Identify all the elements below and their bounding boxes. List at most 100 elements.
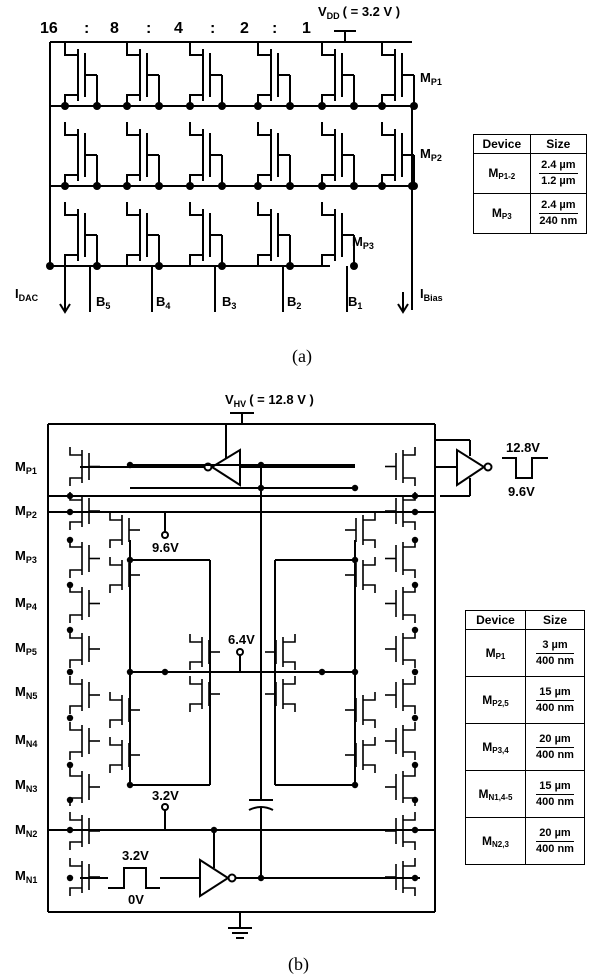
junction-dot <box>66 626 74 634</box>
ibias-label: IBias <box>420 286 443 303</box>
table-header-size: Size <box>529 134 588 154</box>
mos-transistor <box>385 584 416 623</box>
junction-dot <box>408 182 416 190</box>
table-header-size: Size <box>524 610 586 630</box>
mos-transistor <box>345 692 376 728</box>
junction-dot <box>66 508 74 516</box>
junction-dot <box>286 262 294 270</box>
junction-dot <box>61 182 69 190</box>
junction-dot <box>123 182 131 190</box>
device-subscript: P3,4 <box>492 745 509 755</box>
junction-dot <box>126 556 134 564</box>
b2-label: B2 <box>287 294 301 311</box>
junction-dot <box>351 556 359 564</box>
caption-b: (b) <box>288 954 309 975</box>
junction-dot <box>411 796 419 804</box>
mp4-b-label: MP4 <box>15 595 37 612</box>
mn2-b-label: MN2 <box>15 822 37 839</box>
ibias-arrow <box>397 292 409 314</box>
input-pulse <box>108 867 160 889</box>
b3-label: B3 <box>222 294 236 311</box>
junction-dot <box>318 668 326 676</box>
junction-dot <box>66 714 74 722</box>
device-name-cell: MN2,3 <box>465 817 526 865</box>
pmos-transistor <box>64 122 98 186</box>
pmos-transistor <box>257 42 291 106</box>
transistor-array <box>46 42 418 312</box>
table-header-device: Device <box>465 610 526 630</box>
mos-transistor <box>69 722 100 760</box>
junction-dot <box>411 761 419 769</box>
mn3-b-label: MN3 <box>15 777 37 794</box>
junction-dot <box>286 102 294 110</box>
pmos-transistor <box>189 122 223 186</box>
length-value: 400 nm <box>536 654 574 667</box>
pmos-transistor <box>381 122 415 186</box>
mos-transistor <box>69 539 100 578</box>
ratio-8: 8 <box>110 20 119 37</box>
mos-transistor <box>385 768 416 806</box>
mos-transistor <box>345 737 376 773</box>
mos-transistor <box>345 512 376 548</box>
junction-dot <box>218 182 226 190</box>
mos-transistor <box>69 812 100 850</box>
mos-transistor <box>385 447 416 486</box>
pmos-transistor <box>126 42 160 106</box>
junction-dot <box>411 668 419 676</box>
ratio-1: 1 <box>302 20 311 37</box>
junction-dot <box>257 874 265 882</box>
width-value: 2.4 µm <box>539 199 578 214</box>
device-subscript: P3 <box>501 212 512 221</box>
device-subscript: P1-2 <box>498 172 516 181</box>
mp3-label: MP3 <box>352 234 374 251</box>
in-bottom-label: 0V <box>128 892 144 907</box>
mp5-b-label: MP5 <box>15 640 37 657</box>
junction-dot <box>46 262 54 270</box>
in-top-label: 3.2V <box>122 848 149 863</box>
junction-dot <box>411 826 419 834</box>
mp2-label: MP2 <box>420 146 442 163</box>
junction-dot <box>411 536 419 544</box>
mos-transistor <box>69 447 100 486</box>
pmos-transistor <box>321 202 355 266</box>
junction-dot <box>410 102 418 110</box>
junction-dot <box>66 536 74 544</box>
width-value: 15 µm <box>536 780 574 795</box>
pmos-transistor <box>381 42 415 106</box>
junction-dot <box>186 182 194 190</box>
junction-dot <box>318 102 326 110</box>
mos-transistor <box>385 630 416 668</box>
junction-dot <box>66 761 74 769</box>
junction-dot <box>351 668 359 676</box>
mos-transistor <box>385 858 416 896</box>
junction-dot <box>66 581 74 589</box>
mos-transistor <box>69 768 100 806</box>
device-name-cell: MP3,4 <box>465 723 526 771</box>
device-letter: M <box>485 645 496 660</box>
ratio-4: 4 <box>174 20 183 37</box>
junction-dot <box>350 102 358 110</box>
pmos-transistor <box>257 122 291 186</box>
device-name-cell: MP2,5 <box>465 676 526 724</box>
mos-transistor <box>69 630 100 668</box>
junction-dot <box>155 182 163 190</box>
pmos-transistor <box>189 42 223 106</box>
v64-label: 6.4V <box>228 632 255 647</box>
v96-label: 9.6V <box>152 540 179 555</box>
tap-32-node <box>161 803 169 811</box>
width-value: 20 µm <box>536 733 574 748</box>
b4-label: B4 <box>156 294 170 311</box>
width-value: 3 µm <box>536 639 574 654</box>
mp2-b-label: MP2 <box>15 503 37 520</box>
